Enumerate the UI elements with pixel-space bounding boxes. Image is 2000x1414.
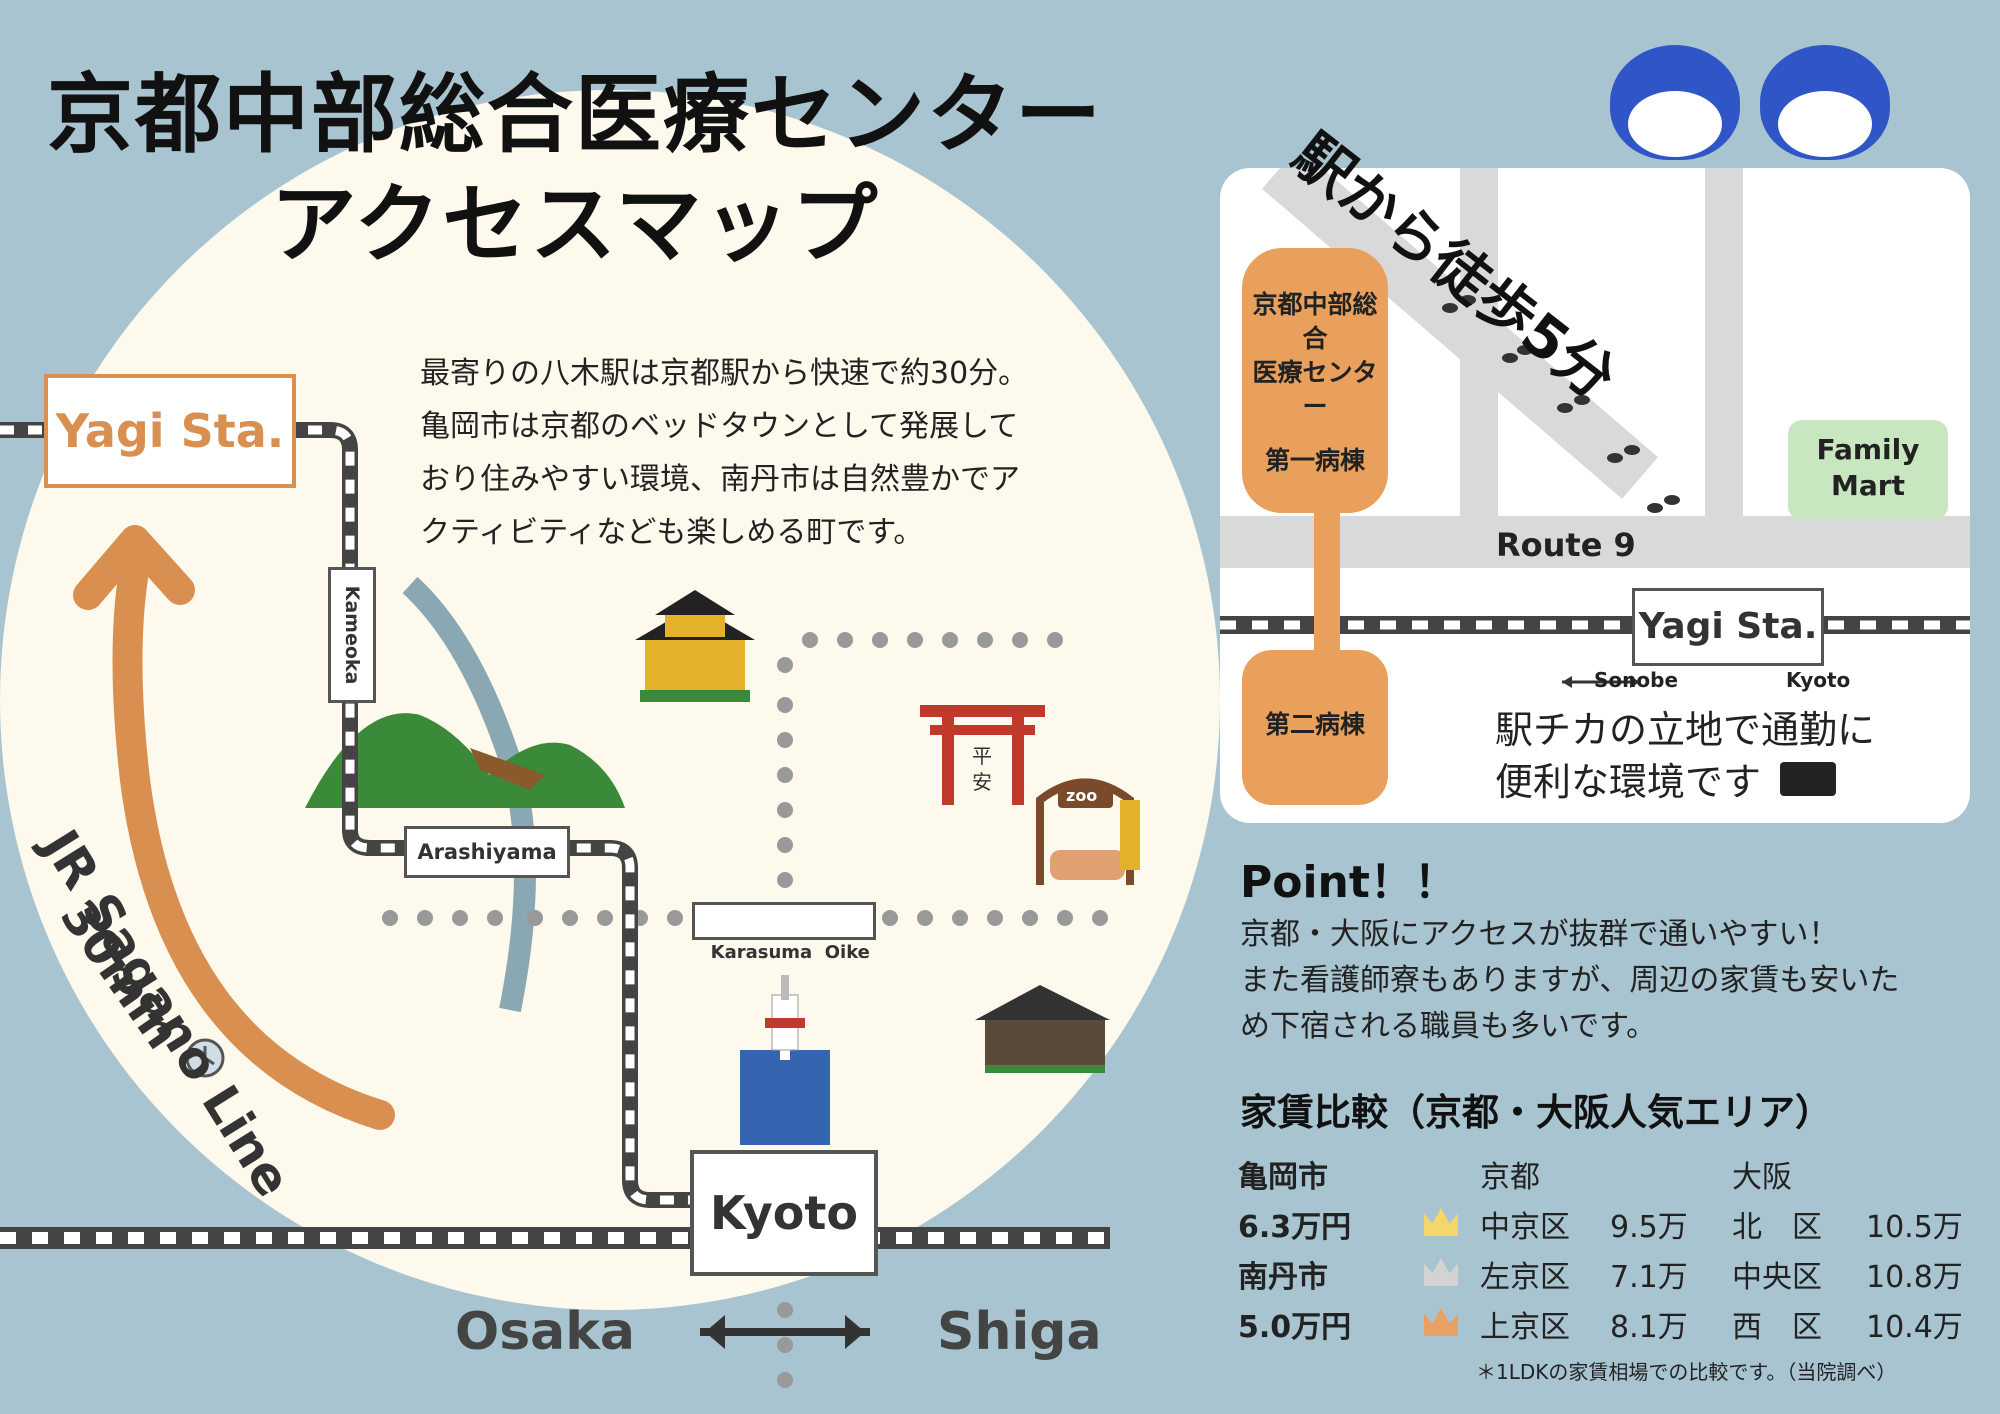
- hospital-name: 京都中部総合 医療センター: [1252, 290, 1378, 421]
- detail-caption: 駅チカの立地で通勤に 便利な環境です: [1495, 708, 1876, 804]
- kyoto-station-text: Kyoto: [710, 1186, 858, 1240]
- osaka-area-3: 西 区: [1732, 1310, 1822, 1345]
- map-background-circle: [0, 90, 1220, 1310]
- kyoto-area-2: 左京区: [1480, 1260, 1570, 1295]
- kyoto-tower-icon: [740, 975, 830, 1145]
- kyoto-header: 京都: [1480, 1160, 1540, 1195]
- osaka-price-2: 10.8万: [1866, 1260, 1963, 1295]
- clock-icon: [185, 1038, 225, 1078]
- point-title: Point！！: [1240, 857, 1458, 908]
- ward1-label: 第一病棟: [1264, 446, 1365, 475]
- osaka-label: Osaka: [455, 1302, 635, 1362]
- kinkakuji-icon: [635, 590, 755, 702]
- detail-yagi-station-text: Yagi Sta.: [1638, 606, 1818, 647]
- route9-label: Route 9: [1496, 526, 1636, 564]
- train-icon: [1780, 762, 1836, 796]
- mascot-belly-2: [1778, 91, 1872, 157]
- arashiyama-text: Arashiyama: [417, 840, 557, 864]
- kyoto-price-2: 7.1万: [1610, 1260, 1688, 1295]
- page-title: 京都中部総合医療センター アクセスマップ: [30, 60, 1120, 280]
- osaka-price-3: 10.4万: [1866, 1310, 1963, 1345]
- nantan-city-label: 南丹市: [1238, 1260, 1328, 1295]
- kyoto-price-1: 9.5万: [1610, 1210, 1688, 1245]
- kameoka-price: 6.3万円: [1238, 1210, 1352, 1245]
- kyoto-station-label: Kyoto: [690, 1150, 878, 1276]
- station-detail-panel: 京都中部総合 医療センター 第一病棟 第二病棟 Family Mart Rout…: [1220, 168, 1970, 823]
- kiyomizu-temple-icon: [975, 985, 1110, 1073]
- mascot-bird-icon-1: [1610, 45, 1740, 160]
- shiga-label: Shiga: [937, 1302, 1102, 1362]
- mascot-belly-1: [1628, 91, 1722, 157]
- osaka-header: 大阪: [1732, 1160, 1792, 1195]
- ward2-label: 第二病棟: [1264, 710, 1365, 739]
- arashiyama-station-label: Arashiyama: [404, 826, 570, 878]
- zoo-icon: [1036, 778, 1140, 885]
- detail-map-svg: [1220, 168, 1970, 688]
- sonobe-label: Sonobe: [1594, 668, 1679, 692]
- osaka-shiga-arrowheads: [705, 1315, 865, 1349]
- hospital-connector: [1314, 508, 1340, 668]
- kameoka-station-label: Kameoka: [328, 567, 376, 703]
- rent-comparison-title: 家賃比較（京都・大阪人気エリア）: [1240, 1091, 1832, 1134]
- route-arrow: [112, 550, 395, 1130]
- boat-icon: [470, 748, 545, 790]
- kameoka-text: Kameoka: [341, 585, 363, 685]
- family-mart-label: Family Mart: [1816, 433, 1920, 502]
- detail-kyoto-label: Kyoto: [1786, 668, 1851, 692]
- family-mart-store: Family Mart: [1788, 420, 1948, 520]
- detail-yagi-station-label: Yagi Sta.: [1632, 588, 1824, 666]
- zoo-sign-label: zoo: [1066, 786, 1098, 805]
- osaka-price-1: 10.5万: [1866, 1210, 1963, 1245]
- yagi-station-label: Yagi Sta.: [44, 374, 296, 488]
- hospital-building-1: 京都中部総合 医療センター 第一病棟: [1242, 248, 1388, 513]
- rent-footnote: ＊1LDKの家賃相場での比較です。（当院調べ）: [1476, 1360, 1897, 1384]
- title-line-2: アクセスマップ: [270, 175, 880, 275]
- intro-text: 最寄りの八木駅は京都駅から快速で約30分。 亀岡市は京都のベッドタウンとして発展…: [420, 356, 1029, 550]
- kyoto-price-3: 8.1万: [1610, 1310, 1688, 1345]
- osaka-area-1: 北 区: [1732, 1210, 1822, 1245]
- title-line-1: 京都中部総合医療センター: [47, 65, 1103, 165]
- kyoto-area-1: 中京区: [1480, 1210, 1570, 1245]
- kameoka-city-label: 亀岡市: [1238, 1160, 1328, 1195]
- osaka-area-2: 中央区: [1732, 1260, 1822, 1295]
- vertical-road-left: [1460, 168, 1498, 518]
- karasuma-oike-station-label: Karasuma Oike: [692, 902, 876, 963]
- footprints-icon: [1442, 295, 1680, 513]
- yagi-station-text: Yagi Sta.: [55, 404, 285, 458]
- mascot-bird-icon-2: [1760, 45, 1890, 160]
- point-text: 京都・大阪にアクセスが抜群で通いやすい！ また看護師寮もありますが、周辺の家賃も…: [1240, 917, 1900, 1044]
- karasuma-oike-text: Karasuma Oike: [710, 942, 870, 963]
- vertical-road-right: [1705, 168, 1743, 518]
- nantan-price: 5.0万円: [1238, 1310, 1352, 1345]
- subway-dots: [382, 632, 1108, 1388]
- route9-road: [1220, 516, 1970, 568]
- kyoto-area-3: 上京区: [1480, 1310, 1570, 1345]
- heian-shrine-torii-icon: [920, 705, 1045, 805]
- route-arrow-head: [73, 525, 195, 610]
- hospital-building-2: 第二病棟: [1242, 650, 1388, 805]
- heian-label: 平 安: [972, 744, 992, 794]
